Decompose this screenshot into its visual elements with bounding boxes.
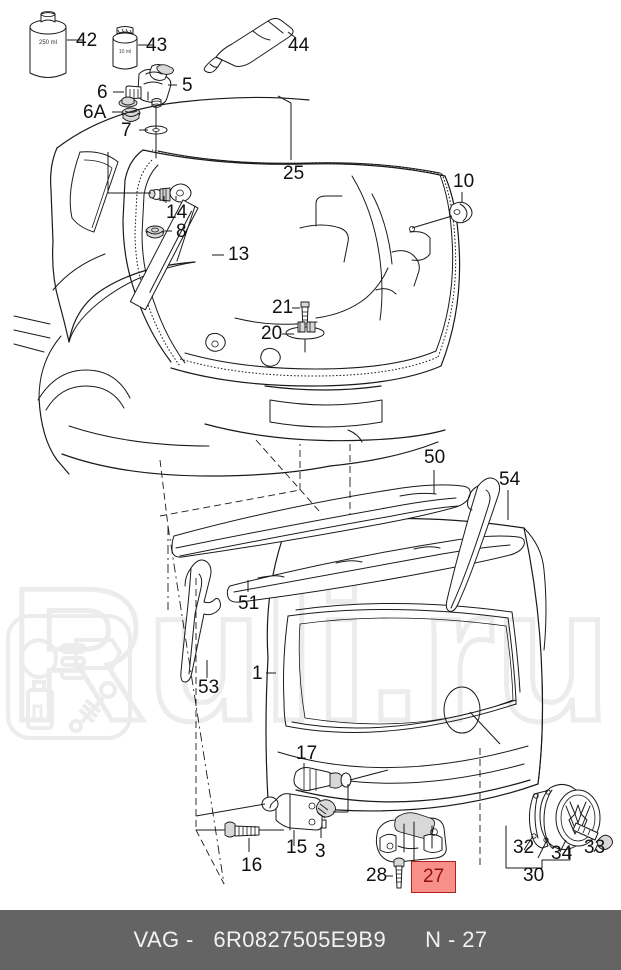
part-8-nut [145, 225, 165, 239]
callout-34: 34 [551, 843, 573, 864]
callout-51: 51 [238, 593, 260, 614]
parts-illustration: Ruli.ru 250 ml 10 ml [6, 10, 613, 889]
part-44-tube [203, 18, 294, 74]
leader-17b [349, 769, 389, 781]
part-17-bump-stop [293, 767, 352, 791]
part-50-spoiler [171, 484, 471, 558]
footer-catalog-prefix: VAG - [133, 927, 194, 952]
hole-10 [408, 225, 415, 232]
leader-emblem-recess [469, 711, 501, 745]
callout-7: 7 [121, 120, 132, 141]
part-51-trim [226, 535, 525, 603]
bracket-30-right [541, 847, 571, 869]
bottle-volume-label: 10 ml [119, 49, 131, 55]
bracket-30-left [505, 825, 543, 869]
watermark-logo [6, 614, 132, 740]
part-54-side-trim [445, 477, 501, 612]
construction-line-mid2 [195, 829, 225, 885]
part-53-side-trim [180, 559, 221, 683]
callout-8: 8 [176, 221, 187, 242]
callout-17: 17 [296, 743, 318, 764]
callout-43: 43 [146, 35, 168, 56]
leader-10b [411, 215, 453, 229]
callout-53: 53 [198, 677, 220, 698]
part-33-screw [572, 822, 613, 850]
footer-bar: VAG - 6R0827505E9B9 N - 27 [0, 910, 621, 970]
callout-14: 14 [166, 202, 188, 223]
callout-6: 6 [97, 82, 108, 103]
part-6-bolt [118, 85, 142, 108]
leader-44 [287, 31, 297, 39]
callout-33: 33 [584, 837, 606, 858]
part-27-tailgate-lock [375, 812, 447, 863]
callout-3: 3 [315, 841, 326, 862]
callout-15: 15 [286, 837, 308, 858]
callout-21: 21 [272, 297, 294, 318]
construction-line-upper [255, 439, 321, 513]
footer-text: VAG - 6R0827505E9B9 N - 27 [134, 927, 488, 953]
callout-5: 5 [182, 75, 193, 96]
callout-54: 54 [499, 469, 521, 490]
part-20-bracket [285, 321, 325, 353]
callout-10: 10 [453, 171, 475, 192]
leader-30a [537, 841, 547, 859]
part-5-hinge [137, 64, 174, 108]
leader-34 [559, 839, 567, 853]
part-10-plug [449, 201, 473, 224]
footer-section: N - 27 [425, 927, 488, 952]
callout-30: 30 [523, 865, 545, 886]
leader-32 [523, 835, 534, 851]
callout-50: 50 [424, 447, 446, 468]
diagram-canvas: Ruli.ru 250 ml 10 ml [6, 10, 614, 893]
leader-25 [277, 95, 292, 104]
car-body-rear [13, 96, 461, 477]
tailgate-panel [265, 517, 547, 812]
callout-20: 20 [261, 323, 283, 344]
leader-15b [195, 803, 266, 817]
part-13-gas-strut [129, 183, 281, 367]
part-3-clip [316, 799, 336, 829]
part-42-can: 250 ml [29, 10, 67, 78]
callout-44: 44 [288, 35, 310, 56]
part-7-washer [144, 105, 168, 159]
callout-16: 16 [241, 855, 263, 876]
construction-line-left [167, 525, 225, 885]
callout-13: 13 [228, 244, 250, 265]
part-43-bottle: 10 ml [112, 26, 138, 70]
part-28-bolt [393, 857, 405, 889]
can-volume-label: 250 ml [39, 40, 57, 46]
part-16-bolt [224, 821, 260, 838]
part-15-striker [261, 793, 323, 831]
callout-32: 32 [513, 837, 535, 858]
footer-part-number: 6R0827505E9B9 [213, 927, 387, 952]
callout-27-highlighted[interactable]: 27 [411, 861, 457, 893]
callout-28: 28 [366, 865, 388, 886]
construction-bracket-h [159, 489, 301, 517]
callout-25: 25 [283, 163, 305, 184]
leader-33 [593, 843, 599, 853]
part-14-ball-stud [148, 187, 171, 202]
callout-1: 1 [252, 663, 263, 684]
callout-6a: 6A [83, 102, 107, 123]
callout-42: 42 [76, 30, 98, 51]
